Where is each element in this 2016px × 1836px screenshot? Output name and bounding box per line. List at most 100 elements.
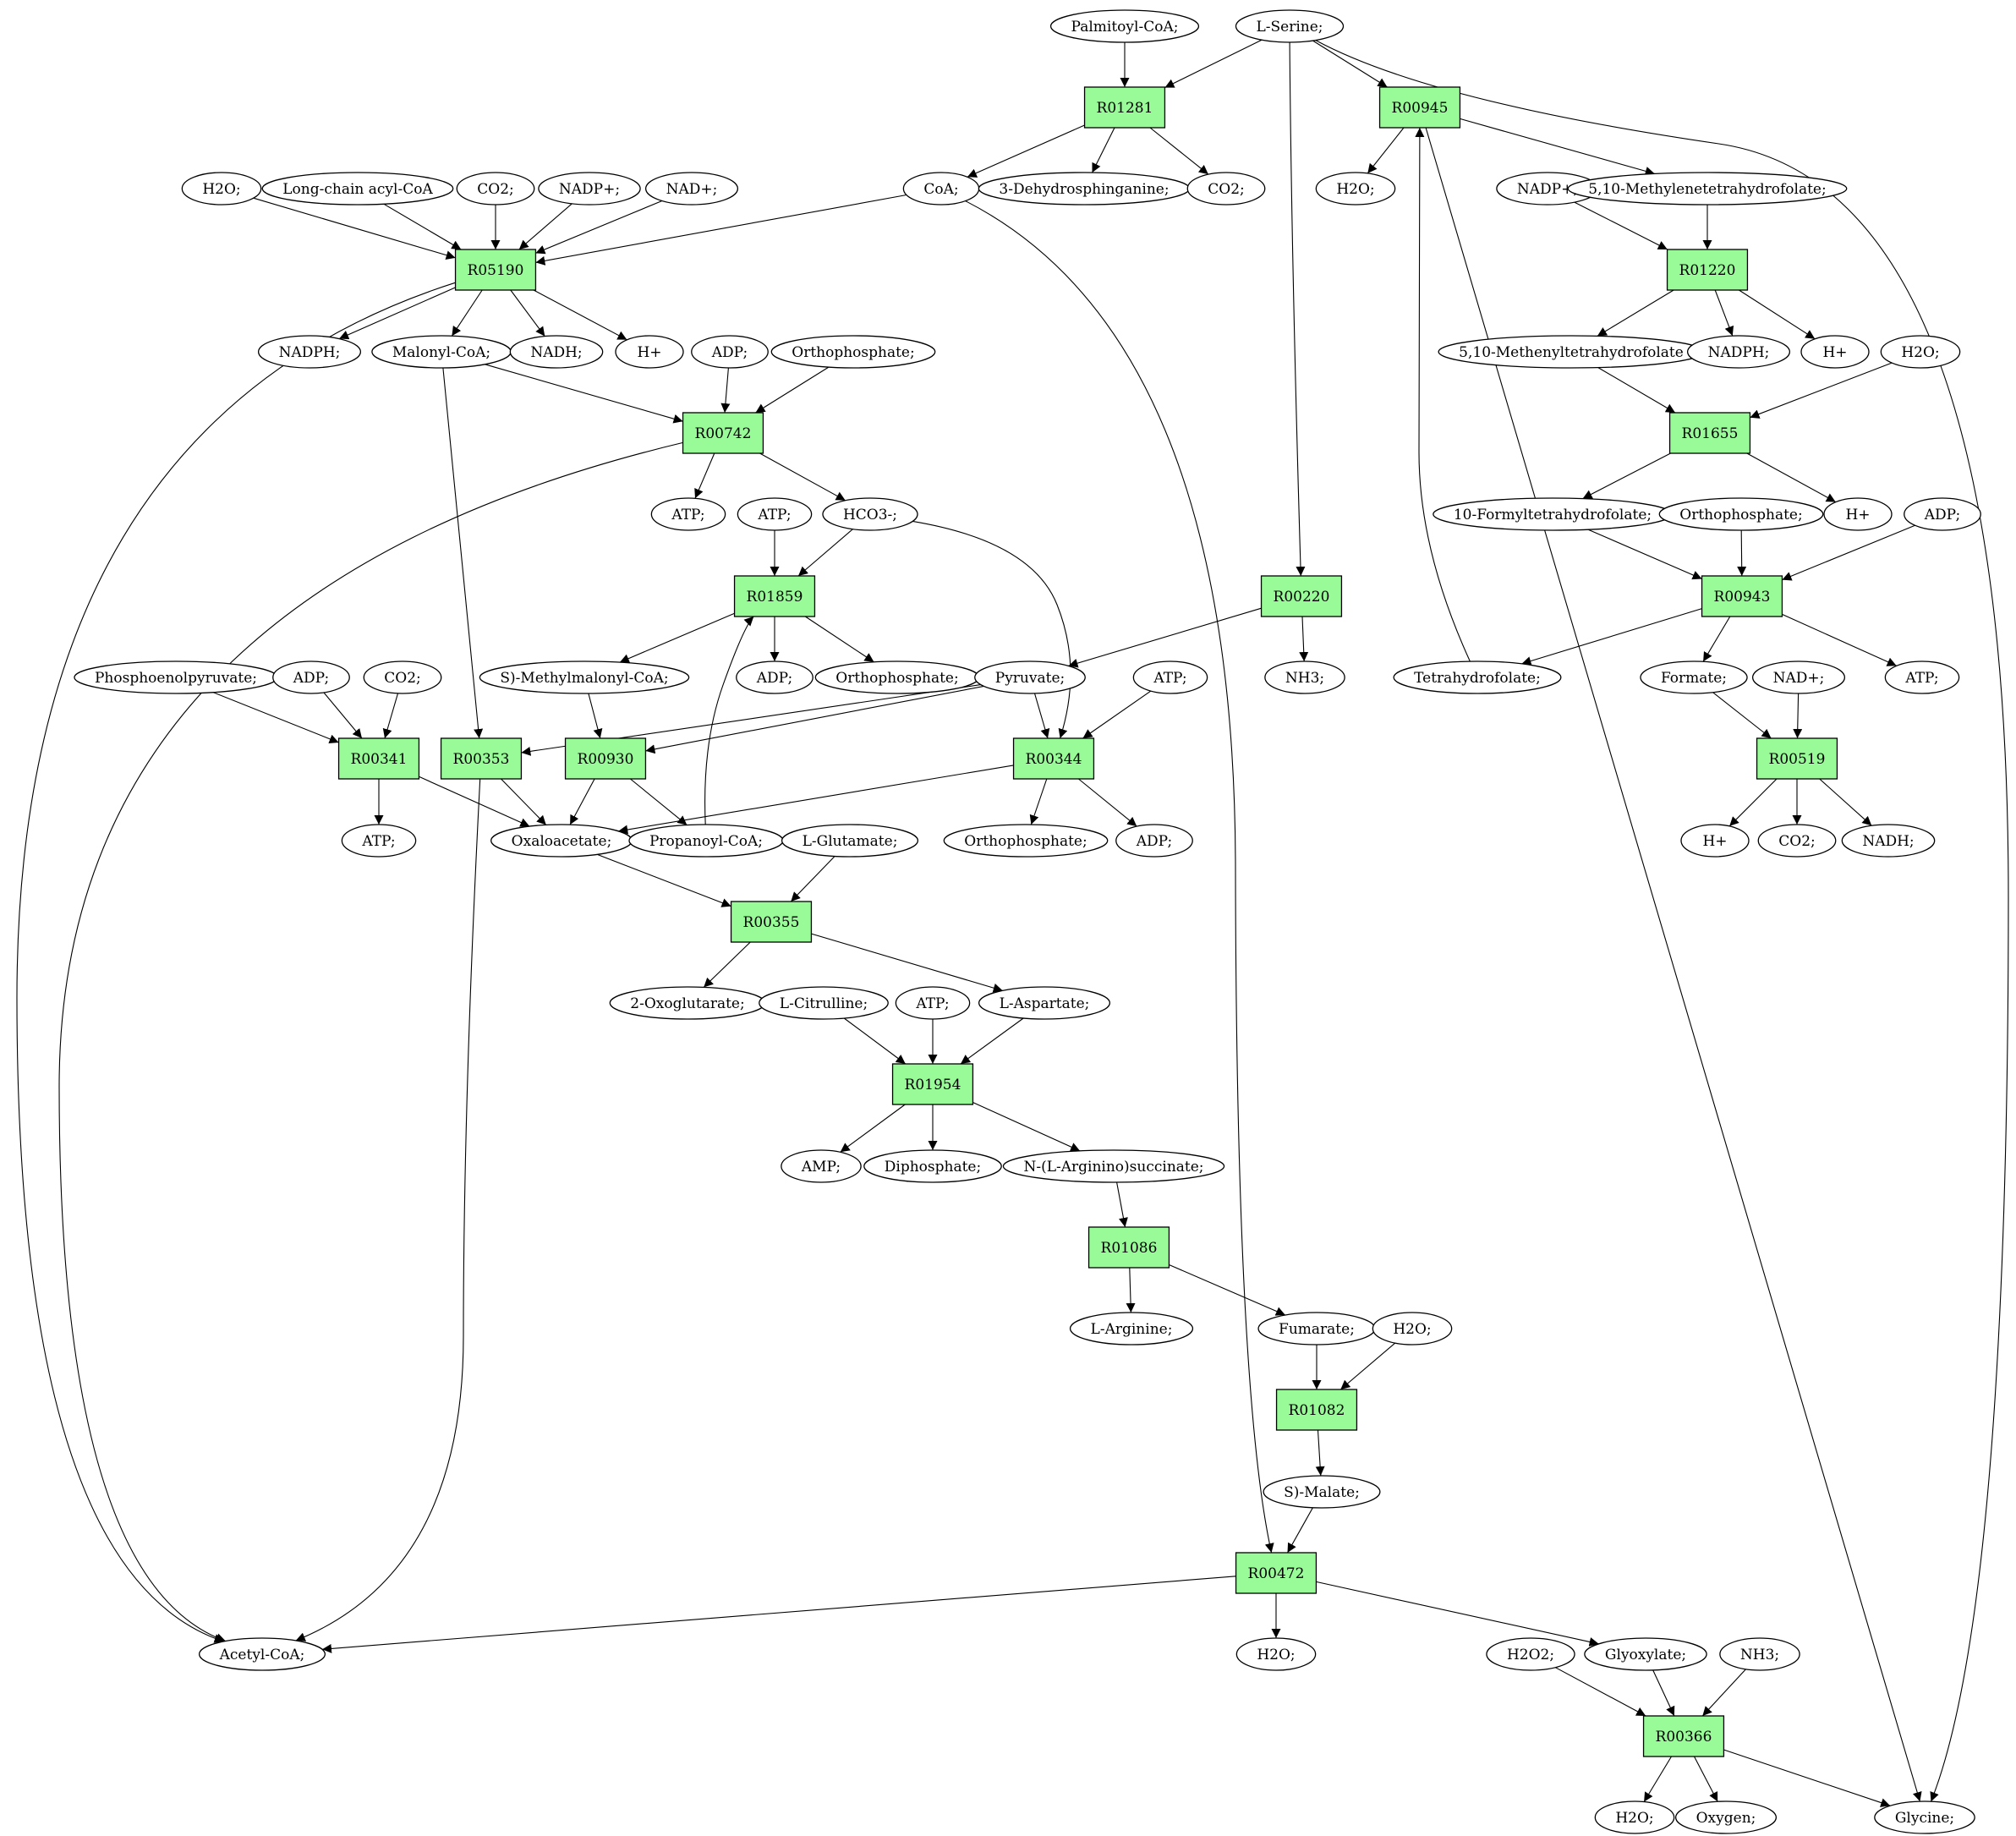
compound-node-atp_d: ATP;	[1884, 660, 1960, 694]
compound-node-co2_c: CO2;	[363, 660, 442, 694]
compound-node-atp_e: ATP;	[341, 824, 417, 858]
compound-ellipse	[1680, 824, 1750, 858]
node-label: NADPH;	[1708, 344, 1770, 361]
node-label: CoA;	[923, 181, 958, 198]
node-label: NAD+;	[666, 181, 718, 198]
compound-node-nh3_a: NH3;	[1264, 660, 1345, 694]
compound-node-pyruvate: Pyruvate;	[974, 660, 1086, 694]
compound-ellipse	[456, 172, 535, 206]
compound-node-thf: Tetrahydrofolate;	[1393, 660, 1562, 694]
edge-R00742-to-hco3	[759, 452, 846, 501]
edge-R00353-to-oaa	[501, 778, 547, 825]
compound-node-nadp_a: NADP+;	[538, 172, 641, 206]
reaction-box	[564, 737, 647, 780]
compound-node-oaa: Oxaloacetate;	[490, 824, 633, 858]
compound-ellipse	[1372, 1312, 1453, 1345]
compound-ellipse	[509, 335, 604, 369]
edge-R00742-to-atp_a	[694, 452, 715, 499]
compound-ellipse	[1315, 172, 1396, 206]
node-label: Propanoyl-CoA;	[649, 833, 763, 850]
compound-node-pi_c: Orthophosphate;	[814, 660, 980, 694]
node-label: HCO3-;	[843, 507, 897, 523]
reaction-node-R01954: R01954	[891, 1063, 974, 1105]
edge-R00945-to-h2o_b	[1367, 127, 1405, 174]
node-label: NADPH;	[279, 344, 341, 361]
node-label: S)-Methylmalonyl-CoA;	[500, 670, 668, 687]
compound-ellipse	[943, 824, 1109, 858]
node-label: N-(L-Arginino)succinate;	[1023, 1159, 1203, 1176]
node-label: H2O;	[202, 181, 240, 198]
edge-R00945-to-mthf	[1460, 118, 1655, 176]
node-label: ATP;	[1904, 670, 1938, 687]
node-label: Orthophosphate;	[964, 833, 1087, 850]
compound-node-h_c: H+	[1823, 497, 1893, 531]
edge-nad_a-to-R05190	[535, 200, 663, 255]
reaction-node-R01082: R01082	[1275, 1389, 1358, 1431]
compound-node-pi_b: Orthophosphate;	[1658, 497, 1824, 531]
reaction-box	[1701, 575, 1783, 617]
edge-lcacyl-to-R05190	[383, 203, 462, 250]
reaction-node-R01281: R01281	[1083, 86, 1166, 129]
node-label: H2O;	[1257, 1647, 1295, 1663]
compound-ellipse	[1841, 824, 1936, 858]
compound-ellipse	[781, 1149, 862, 1183]
node-label: NADH;	[1862, 833, 1914, 850]
edge-R01220-to-h_b	[1739, 289, 1816, 340]
reaction-box	[1666, 249, 1749, 291]
edge-R00344-to-pi_d	[1029, 778, 1048, 825]
compound-ellipse	[863, 1149, 1002, 1183]
edge-R05190-to-acetylcoa	[16, 282, 456, 1643]
node-label: R00353	[453, 751, 510, 768]
node-label: R01954	[905, 1077, 961, 1093]
compound-ellipse	[1393, 660, 1562, 694]
compound-node-h_d: H+	[1680, 824, 1750, 858]
node-label: Oxygen;	[1696, 1810, 1756, 1827]
compound-ellipse	[1904, 497, 1981, 531]
compound-node-glycine: Glycine;	[1874, 1800, 1975, 1834]
node-label: R00355	[743, 914, 800, 931]
edge-R00519-to-h_d	[1728, 778, 1778, 827]
compound-node-ppi: Diphosphate;	[863, 1149, 1002, 1183]
reaction-box	[1756, 737, 1838, 780]
compound-ellipse	[257, 335, 362, 369]
edge-R00472-to-acetylcoa	[321, 1576, 1236, 1653]
compound-ellipse	[1584, 1637, 1707, 1671]
edge-R01281-to-dehydro	[1092, 127, 1115, 173]
compound-node-nadp_b: NADP+;	[1496, 172, 1599, 206]
node-label: L-Glutamate;	[803, 833, 898, 850]
reaction-node-R01859: R01859	[733, 575, 816, 617]
node-label: H+	[1845, 507, 1870, 523]
compound-node-h2o_b: H2O;	[1315, 172, 1396, 206]
node-label: R05190	[468, 262, 524, 279]
edge-R01954-to-argsucc	[972, 1101, 1081, 1152]
node-label: S)-Malate;	[1284, 1484, 1360, 1501]
edge-adp_a-to-R00742	[720, 367, 731, 414]
compound-node-h_a: H+	[615, 335, 684, 369]
compound-node-formate: Formate;	[1640, 660, 1748, 694]
edge-smm-to-R00930	[588, 693, 603, 739]
edge-oaa-to-R00355	[597, 853, 731, 907]
reaction-node-R00472: R00472	[1235, 1552, 1318, 1594]
node-label: 10-Formyltetrahydrofolate;	[1454, 507, 1652, 523]
node-label: R00344	[1026, 751, 1082, 768]
edge-R05190-to-nadh_a	[510, 289, 545, 337]
compound-ellipse	[737, 497, 813, 531]
node-label: R00945	[1392, 100, 1449, 117]
reaction-node-R00930: R00930	[564, 737, 647, 780]
node-label: Orthophosphate;	[835, 670, 958, 687]
compound-node-serine: L-Serine;	[1235, 9, 1345, 43]
compound-node-propcoa: Propanoyl-CoA;	[628, 824, 784, 858]
compound-ellipse	[615, 335, 684, 369]
reaction-box	[1012, 737, 1095, 780]
compound-ellipse	[691, 335, 769, 369]
node-label: R00341	[351, 751, 408, 768]
edge-R00930-to-oaa	[569, 778, 595, 825]
edge-adp_b-to-R00943	[1782, 524, 1915, 581]
edge-h2o_c-to-R01655	[1750, 362, 1893, 419]
compound-ellipse	[1002, 1149, 1225, 1183]
edge-serine-to-glycine	[1315, 40, 2009, 1802]
edge-malate-to-R00472	[1287, 1507, 1313, 1554]
edge-nh3_b-to-R00366	[1701, 1669, 1746, 1717]
compound-node-citrulline: L-Citrulline;	[759, 986, 889, 1020]
